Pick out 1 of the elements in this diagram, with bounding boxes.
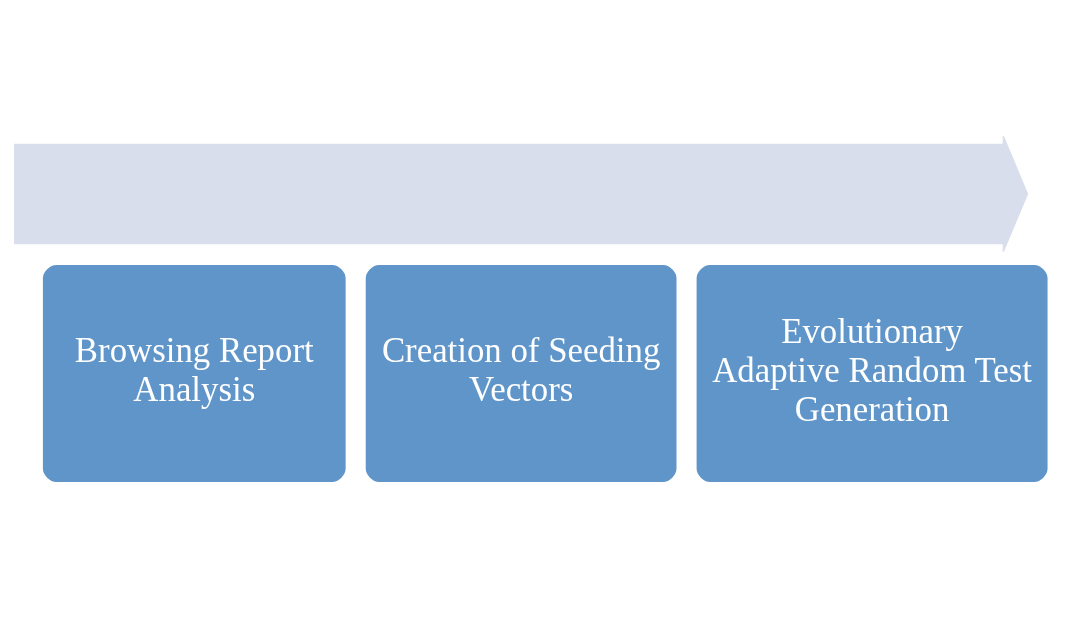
node-arrow	[14, 135, 1029, 252]
